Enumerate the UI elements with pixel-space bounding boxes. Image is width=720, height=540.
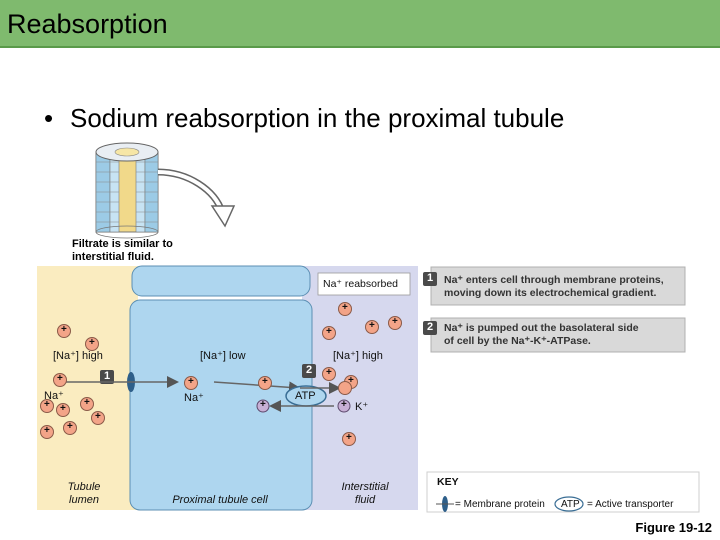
step1-number: 1 [427,272,434,284]
step2-number: 2 [427,321,434,333]
region-lumen-line: lumen [69,494,99,506]
k-ion-label: K⁺ [355,401,369,413]
na-reabsorbed-box [317,272,411,296]
ion-plus: + [60,403,66,414]
step1-box [430,266,686,306]
key-active-label: = Active transporter [587,499,674,510]
diagram-step1-number: 1 [104,370,111,382]
ion-plus: + [61,324,67,335]
diagram-step2-number: 2 [306,364,313,376]
slide-title: Reabsorption [7,9,168,39]
ion-plus: + [348,375,354,386]
na-lumen-label: Na⁺ [44,390,64,402]
ion-plus: + [346,432,352,443]
ion-plus: + [44,399,50,410]
cell-adjacent-top [131,265,311,297]
na-k-atpase-pump-icon [269,382,341,412]
na-ion-group [40,302,402,446]
diagram-step2-badge [302,364,316,378]
filtrate-caption-line: Filtrate is similar to [72,238,173,250]
step1-line: moving down its electrochemical gradient… [444,287,657,299]
step2-line: Na⁺ is pumped out the basolateral side [444,322,639,334]
tubule-lumen-label: Tubule lumen [54,481,114,507]
ion-plus: + [342,302,348,313]
bullet-text: Sodium reabsorption in the proximal tubu… [70,103,565,133]
title-bar: Reabsorption [0,0,720,48]
diagram-step1-badge [100,370,114,384]
na-cytoplasm-arrow [213,381,301,394]
region-isf-line: fluid [354,494,376,506]
ion-plus: + [188,376,194,387]
ion-plus: + [95,411,101,422]
key-membrane-protein-icon [436,496,454,512]
na-reabsorbed-label: Na⁺ reabsorbed [323,278,399,290]
ion-plus: + [262,376,268,387]
k-ion-group [256,399,351,413]
region-isf-line: Interstitial [341,481,389,493]
na-high-isf-label: [Na⁺] high [333,350,383,362]
step2-badge [423,321,437,335]
step2-description: Na⁺ is pumped out the basolateral side o… [444,322,639,348]
tubule-cylinder-icon [95,142,159,239]
step2-box [430,317,686,353]
ion-plus: + [392,316,398,327]
tubule-lumen-region [37,266,138,510]
ion-plus: + [260,399,266,410]
zoom-arrow [157,168,236,228]
na-low-cell-label: [Na⁺] low [200,350,246,362]
step1-line: Na⁺ enters cell through membrane protein… [444,274,664,286]
ion-plus: + [369,320,375,331]
na-cell-label: Na⁺ [184,392,204,404]
step1-badge [423,272,437,286]
ion-plus: + [44,425,50,436]
ion-plus: + [326,326,332,337]
step1-description: Na⁺ enters cell through membrane protein… [444,274,664,300]
bullet-point: • Sodium reabsorption in the proximal tub… [44,103,564,134]
region-lumen-line: Tubule [67,481,101,493]
proximal-tubule-cell [129,299,313,511]
ion-plus: + [57,373,63,384]
interstitial-fluid-label: Interstitial fluid [330,481,400,507]
key-membrane-label: = Membrane protein [455,499,545,510]
ion-plus: + [326,367,332,378]
key-atp-icon [554,496,584,512]
ion-plus: + [341,399,347,410]
key-atp-text: ATP [561,499,580,510]
ion-plus: + [67,421,73,432]
step2-line: of cell by the Na⁺-K⁺-ATPase. [444,335,591,347]
filtrate-caption-line: interstitial fluid. [72,251,154,263]
figure-label: Figure 19-12 [635,520,712,535]
ion-plus: + [89,337,95,348]
proximal-cell-label: Proximal tubule cell [172,494,268,506]
atp-label: ATP [295,390,316,402]
bullet-icon: • [44,103,54,133]
filtrate-caption: Filtrate is similar to interstitial flui… [72,238,173,264]
na-high-lumen-label: [Na⁺] high [53,350,103,362]
key-title: KEY [437,476,459,488]
ion-plus: + [84,397,90,408]
